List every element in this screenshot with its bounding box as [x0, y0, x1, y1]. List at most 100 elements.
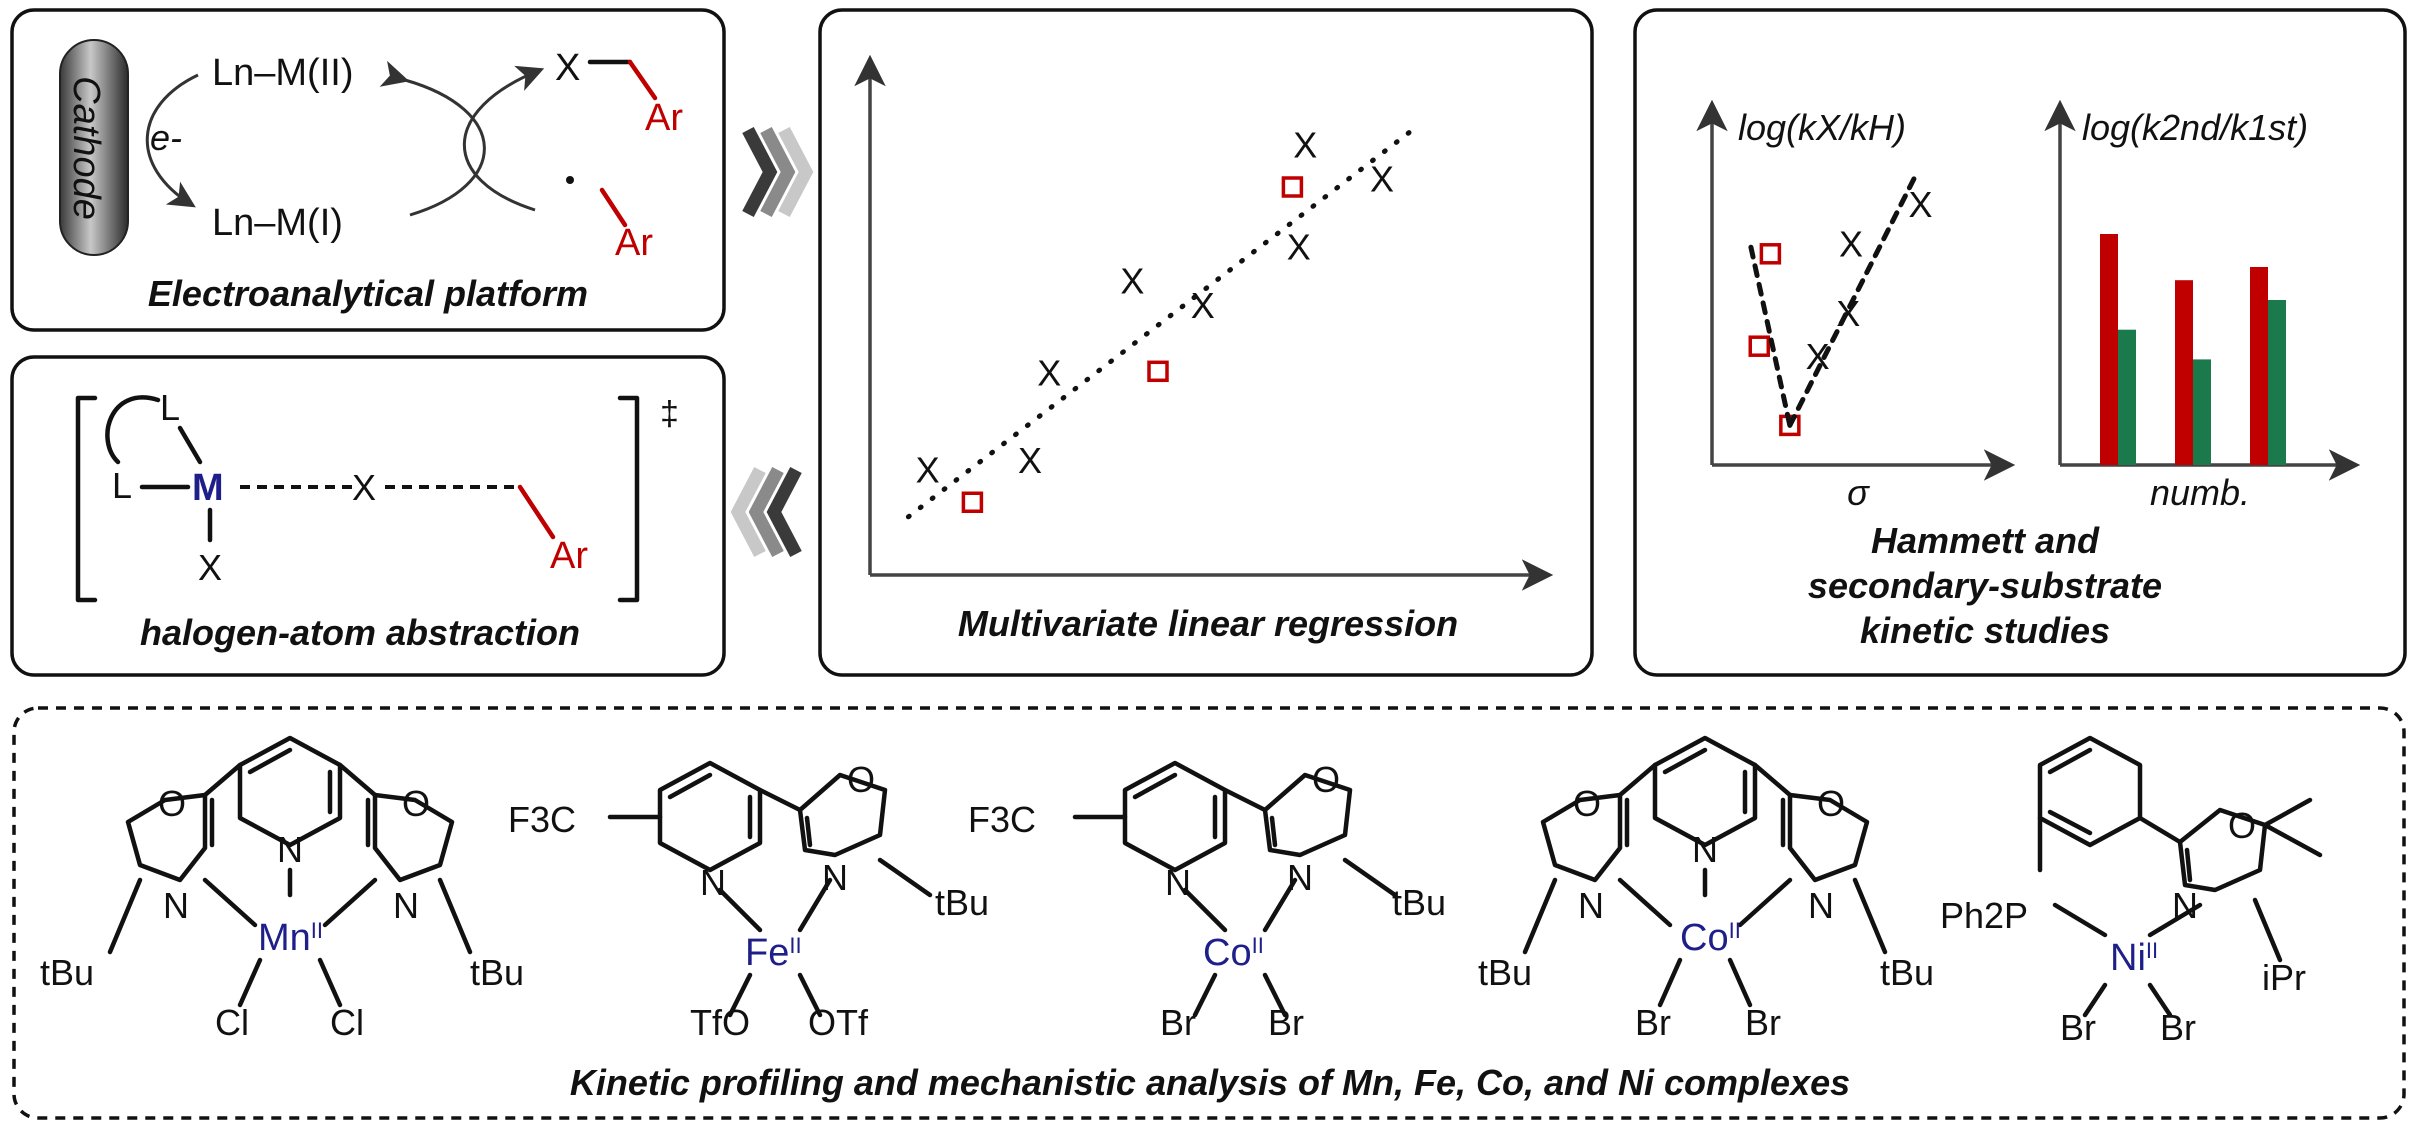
panel-frame	[10, 8, 726, 332]
secondary-substrate-bar-chart: log(k2nd/k1st) numb.	[2044, 99, 2361, 513]
svg-text:O: O	[158, 783, 186, 824]
xat-ar: Ar	[550, 535, 588, 577]
complex-ni-metal: NiII	[2110, 937, 2158, 979]
svg-text:O: O	[1817, 783, 1845, 824]
hammett-x-label: σ	[1847, 472, 1870, 513]
complex-co2-ligand-1: Br	[1635, 1002, 1671, 1043]
complex-mn-metal: MnII	[258, 917, 323, 959]
hammett-y-label: log(kX/kH)	[1738, 107, 1906, 148]
svg-text:N: N	[2172, 885, 2198, 926]
complex-fe-metal: FeII	[745, 932, 802, 974]
hammett-point-x: X	[1836, 293, 1860, 334]
complex-ni-ligand-1: Br	[2060, 1007, 2096, 1048]
radical-ar: Ar	[615, 222, 653, 264]
complex-co1-ligand-2: Br	[1268, 1002, 1304, 1043]
svg-text:O: O	[1573, 783, 1601, 824]
complex-co1-ligand-1: Br	[1160, 1002, 1196, 1043]
panel-xat: ‡ L L M X X Ar halogen-atom abstraction	[10, 355, 726, 677]
radical-bond	[599, 187, 628, 228]
regression-fit-line	[905, 126, 1417, 520]
regression-point-x: X	[1293, 125, 1317, 166]
svg-text:N: N	[1287, 857, 1313, 898]
chevron-left-icon	[730, 466, 802, 558]
svg-text:O: O	[847, 759, 875, 800]
caption-kinetics-line3: kinetic studies	[1860, 610, 2110, 651]
bar-x-label: numb.	[2150, 472, 2250, 513]
svg-text:N: N	[1808, 885, 1834, 926]
dagger: ‡	[660, 395, 679, 433]
complex-co2-sub-2: tBu	[1880, 952, 1934, 993]
substrate-bond-red	[627, 59, 658, 101]
svg-text:N: N	[700, 862, 726, 903]
bar-green-1	[2118, 329, 2136, 465]
species-m2: Ln–M(II)	[212, 52, 353, 94]
complex-co-pybox	[1522, 735, 1888, 1008]
complex-co-pyox	[1072, 760, 1398, 1018]
metal-m: M	[192, 467, 224, 509]
regression-point-x: X	[1191, 285, 1215, 326]
substrate-x: X	[555, 47, 580, 89]
electron-label: e-	[150, 117, 182, 158]
complex-co1-cf3: F3C	[968, 799, 1036, 840]
complex-co1-metal: CoII	[1203, 932, 1264, 974]
xat-arc-left	[463, 65, 545, 212]
bracket-right	[617, 395, 640, 603]
substrate-ar: Ar	[645, 97, 683, 139]
bracket-left	[75, 395, 98, 603]
hammett-point-x: X	[1908, 184, 1932, 225]
complex-ni	[2037, 735, 2323, 1018]
bond-c-ar	[517, 484, 556, 540]
regression-point-x: X	[1018, 440, 1042, 481]
bridge-x: X	[352, 467, 376, 508]
regression-point-square	[1281, 176, 1304, 198]
regression-point-x: X	[1120, 261, 1144, 302]
bond-l-m	[177, 425, 203, 465]
complex-fe-ligand-1: TfO	[690, 1002, 750, 1043]
species-m1: Ln–M(I)	[212, 202, 343, 244]
bar-green-3	[2268, 300, 2286, 465]
caption-kinetics-line1: Hammett and	[1871, 520, 2100, 561]
svg-text:N: N	[1578, 885, 1604, 926]
complex-fe-cf3: F3C	[508, 799, 576, 840]
complex-co2-sub-1: tBu	[1478, 952, 1532, 993]
radical-dot	[566, 176, 574, 184]
panel-frame	[10, 355, 726, 677]
hammett-trend-right	[1787, 168, 1921, 428]
complex-fe-sub-1: tBu	[935, 882, 989, 923]
cathode-label: Cathode	[65, 76, 107, 220]
metal-x: X	[198, 547, 222, 588]
reduction-arrow	[145, 73, 199, 208]
bar-y-label: log(k2nd/k1st)	[2082, 107, 2308, 148]
caption-complexes: Kinetic profiling and mechanistic analys…	[570, 1062, 1850, 1103]
ligand-l-left: L	[112, 465, 132, 506]
svg-text:O: O	[402, 783, 430, 824]
svg-text:N: N	[163, 885, 189, 926]
panel-electroanalytical: Cathode e- Ln–M(II) Ln–M(I) X Ar Ar Elec…	[10, 8, 726, 332]
cathode-electrode	[59, 39, 129, 256]
bar-red-3	[2250, 267, 2268, 465]
panel-frame	[1633, 8, 2407, 677]
chevron-right-icon	[742, 126, 814, 218]
complex-ni-phosphine: Ph2P	[1940, 895, 2028, 936]
caption-xat: halogen-atom abstraction	[140, 612, 580, 653]
svg-text:N: N	[277, 829, 303, 870]
complex-fe	[607, 760, 933, 1018]
chelate-arc	[105, 395, 161, 465]
panel-complexes: O O N N N MnII Cl Cl tBu tBu F3C O N N F…	[12, 706, 2406, 1120]
hammett-point-square	[1759, 243, 1782, 265]
caption-electroanalytical: Electroanalytical platform	[148, 273, 588, 314]
xat-arc-right	[379, 60, 486, 217]
complex-mn-ligand-1: Cl	[215, 1002, 249, 1043]
complex-ni-sub-1: iPr	[2262, 957, 2306, 998]
svg-text:N: N	[822, 857, 848, 898]
ligand-l-top: L	[160, 387, 180, 428]
complex-co1-sub-1: tBu	[1392, 882, 1446, 923]
panel-frame	[12, 706, 2406, 1120]
svg-text:N: N	[1165, 862, 1191, 903]
hammett-point-square	[1748, 335, 1771, 357]
